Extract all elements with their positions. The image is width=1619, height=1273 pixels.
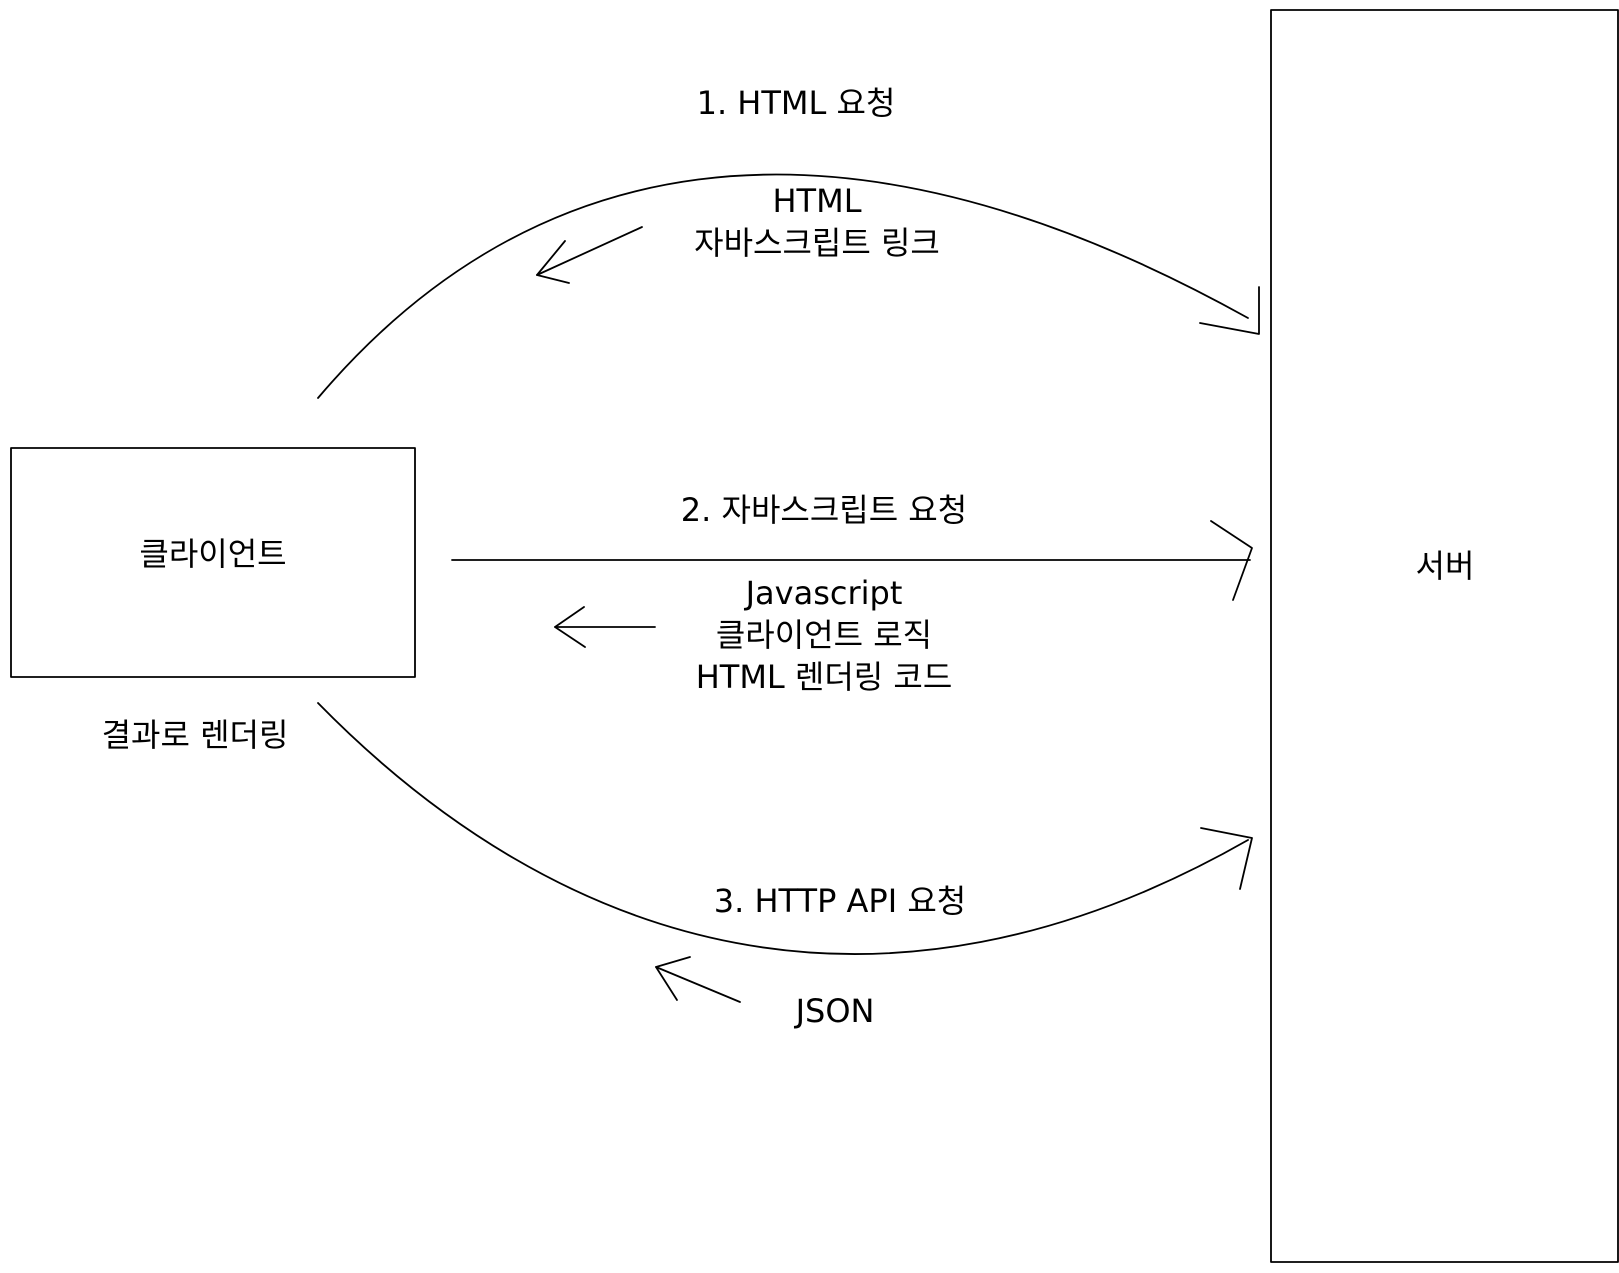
js-response-line-3: HTML 렌더링 코드 [695, 658, 953, 696]
js-response-label: Javascript 클라이언트 로직 HTML 렌더링 코드 [696, 572, 953, 698]
html-response-arrow [536, 226, 643, 276]
api-request-arrowhead [1200, 827, 1253, 890]
server-label: 서버 [1415, 547, 1475, 585]
json-response-label: JSON [795, 992, 875, 1030]
api-request-label: 3. HTTP API 요청 [713, 882, 967, 920]
html-response-label: HTML 자바스크립트 링크 [694, 180, 940, 264]
js-response-arrowhead [554, 606, 586, 648]
client-caption: 결과로 렌더링 [101, 716, 289, 754]
json-response-arrowhead [655, 956, 691, 1001]
json-response-arrow [655, 966, 741, 1003]
client-box [10, 447, 416, 678]
api-request-arc [317, 702, 1249, 955]
js-request-arrowhead [1210, 520, 1253, 601]
html-request-arc [317, 173, 1249, 399]
html-response-line-1: HTML [772, 182, 862, 220]
html-response-arrowhead [536, 240, 570, 284]
js-request-label: 2. 자바스크립트 요청 [680, 491, 968, 529]
js-response-line-2: 클라이언트 로직 [715, 616, 933, 654]
server-box [1270, 9, 1619, 1263]
js-response-line-1: Javascript [745, 574, 903, 612]
html-response-line-2: 자바스크립트 링크 [694, 224, 940, 262]
client-label: 클라이언트 [139, 535, 287, 573]
html-request-arrowhead [1199, 286, 1260, 335]
html-request-label: 1. HTML 요청 [696, 84, 896, 122]
